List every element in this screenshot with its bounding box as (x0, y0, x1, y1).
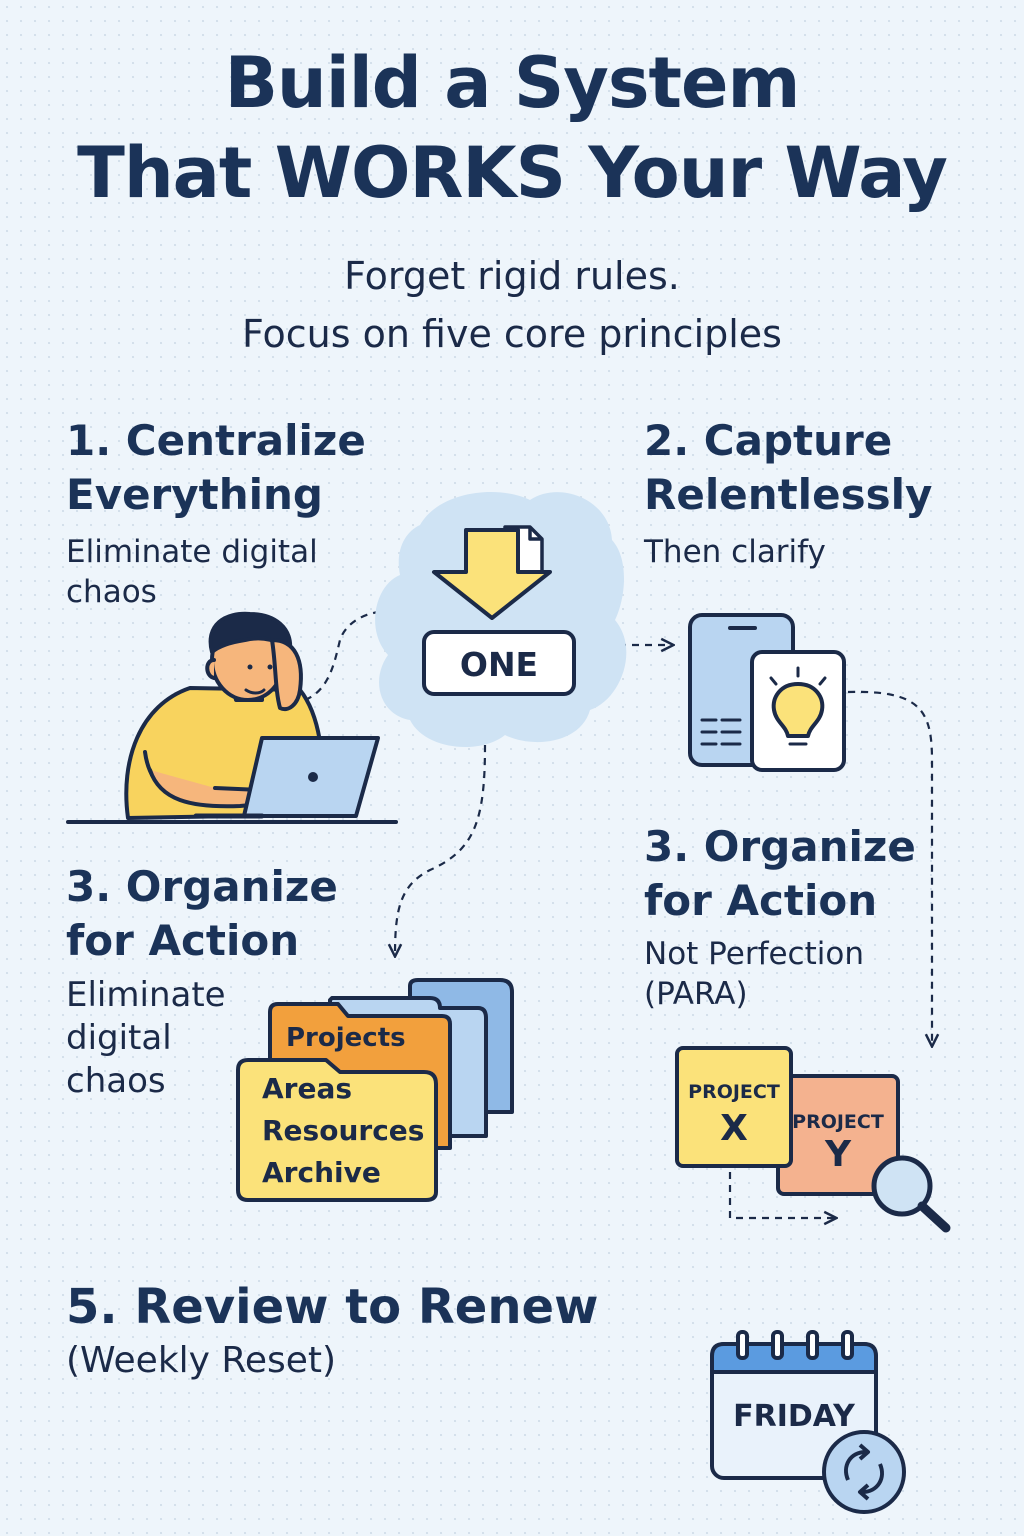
principle-centralize: 1. Centralize Everything Eliminate digit… (66, 414, 366, 612)
lightbulb-icon (771, 682, 825, 738)
page-title-line-2: That WORKS Your Way (77, 132, 948, 214)
download-arrow-icon (432, 525, 552, 620)
refresh-icon (822, 1430, 906, 1514)
principle-subtitle: Not Perfection (644, 936, 864, 972)
connector-lines (304, 610, 932, 1218)
page-title-line-1: Build a System (224, 42, 801, 124)
folder-label-archive: Archive (262, 1156, 381, 1189)
principle-review: 5. Review to Renew (Weekly Reset) (66, 1276, 598, 1384)
principle-title: Relentlessly (644, 470, 933, 519)
project-y-label: PROJECT (792, 1111, 884, 1133)
one-box (422, 630, 576, 696)
one-box-label: ONE (460, 645, 538, 684)
principle-title: for Action (66, 916, 300, 965)
principle-subtitle: (PARA) (644, 976, 748, 1012)
connector-project-x-to-y (728, 1172, 835, 1218)
folder-label-areas: Areas (262, 1072, 352, 1105)
principle-capture: 2. Capture Relentlessly Then clarify (644, 414, 932, 572)
project-x-card: PROJECT X (675, 1046, 793, 1168)
principle-title: Everything (66, 470, 323, 519)
phone-with-idea-illustration (688, 613, 846, 772)
principle-subtitle: chaos (66, 1061, 166, 1101)
principle-title: 2. Capture (644, 416, 893, 465)
principle-subtitle: digital (66, 1018, 172, 1058)
person-at-laptop-illustration (66, 611, 398, 824)
principle-subtitle: Eliminate (66, 975, 226, 1015)
principle-title: 5. Review to Renew (66, 1279, 599, 1335)
subtitle-line-1: Forget rigid rules. (344, 254, 680, 298)
connector-person-to-one (304, 610, 379, 702)
para-folders-illustration (236, 978, 514, 1202)
principle-subtitle: (Weekly Reset) (66, 1340, 337, 1381)
principle-title: 3. Organize (66, 862, 338, 911)
folder-label-resources: Resources (262, 1114, 424, 1147)
magnifier-icon (871, 1155, 951, 1233)
project-x-label: PROJECT (688, 1081, 780, 1103)
project-y-letter: Y (824, 1134, 852, 1175)
principle-organize-left: 3. Organize for Action Eliminate digital… (66, 860, 338, 1103)
principle-subtitle: Eliminate digital (66, 534, 318, 570)
project-y-card: PROJECT Y (776, 1074, 900, 1196)
connector-phone-to-projects (847, 690, 932, 1045)
subtitle-line-2: Focus on five core principles (242, 312, 782, 356)
principle-organize-right: 3. Organize for Action Not Perfection (P… (644, 820, 916, 1014)
calendar-label: FRIDAY (733, 1399, 856, 1434)
project-x-letter: X (720, 1108, 748, 1149)
principle-title: 3. Organize (644, 822, 916, 871)
principle-subtitle: Then clarify (644, 534, 826, 570)
connector-one-to-folders (395, 744, 487, 955)
principle-title: 1. Centralize (66, 416, 366, 465)
folder-label-projects: Projects (286, 1023, 406, 1053)
principle-subtitle: chaos (66, 574, 157, 610)
principle-title: for Action (644, 876, 878, 925)
